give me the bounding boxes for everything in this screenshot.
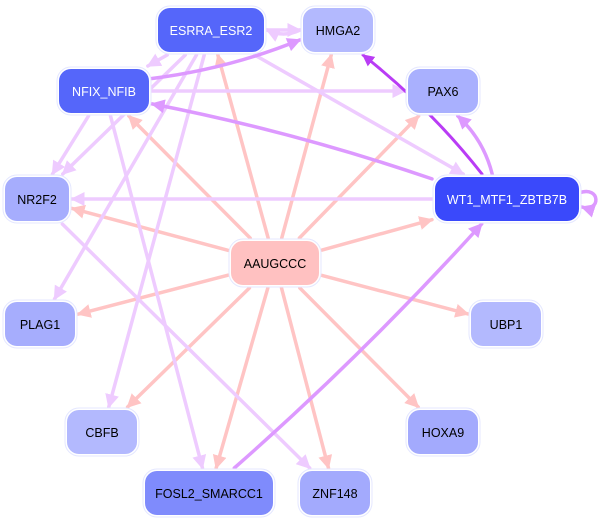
edge-aaugccc-to-hmga2 bbox=[280, 53, 335, 240]
edge-esrra_esr2-to-nfix_nfib bbox=[146, 53, 169, 68]
edge-aaugccc-to-wt1_mtf1_zbtb7b bbox=[320, 216, 434, 252]
node-esrra-esr2[interactable]: ESRRA_ESR2 bbox=[155, 5, 267, 55]
edge-wt1_mtf1_zbtb7b-to-wt1_mtf1_zbtb7b bbox=[577, 189, 598, 218]
node-box bbox=[303, 8, 373, 52]
node-ubp1[interactable]: UBP1 bbox=[468, 299, 544, 349]
node-box bbox=[231, 241, 319, 285]
node-hmga2[interactable]: HMGA2 bbox=[300, 5, 376, 55]
node-box bbox=[408, 410, 478, 454]
node-label: AAUGCCC bbox=[244, 257, 307, 271]
edge-aaugccc-to-esrra_esr2 bbox=[214, 53, 270, 240]
edge-aaugccc-to-fosl2_smarcc1 bbox=[212, 286, 270, 470]
edges-layer bbox=[50, 23, 598, 470]
node-pax6[interactable]: PAX6 bbox=[405, 66, 481, 116]
node-znf148[interactable]: ZNF148 bbox=[297, 468, 373, 518]
node-label: CBFB bbox=[85, 426, 118, 440]
node-label: NR2F2 bbox=[17, 193, 57, 207]
node-label: PAX6 bbox=[427, 85, 458, 99]
node-fosl2-smarcc1[interactable]: FOSL2_SMARCC1 bbox=[142, 468, 276, 518]
node-nfix-nfib[interactable]: NFIX_NFIB bbox=[56, 66, 152, 116]
node-box bbox=[145, 471, 273, 515]
edge-aaugccc-to-nr2f2 bbox=[70, 204, 230, 253]
node-label: HMGA2 bbox=[316, 24, 361, 38]
node-label: UBP1 bbox=[490, 318, 523, 332]
edge-nfix_nfib-to-nr2f2 bbox=[50, 114, 91, 176]
edge-wt1_mtf1_zbtb7b-to-pax6 bbox=[456, 114, 494, 176]
node-label: ESRRA_ESR2 bbox=[170, 24, 253, 38]
node-nr2f2[interactable]: NR2F2 bbox=[2, 174, 72, 224]
edge-esrra_esr2-to-cbfb bbox=[105, 53, 206, 409]
node-box bbox=[300, 471, 370, 515]
edge-aaugccc-to-hoxa9 bbox=[298, 286, 420, 409]
node-box bbox=[59, 69, 149, 113]
node-box bbox=[67, 410, 137, 454]
edge-aaugccc-to-ubp1 bbox=[320, 273, 470, 318]
edge-aaugccc-to-plag1 bbox=[76, 273, 230, 318]
edge-nfix_nfib-to-hmga2 bbox=[150, 38, 302, 81]
edge-nfix_nfib-to-fosl2_smarcc1 bbox=[108, 114, 207, 470]
node-label: WT1_MTF1_ZBTB7B bbox=[447, 193, 567, 207]
node-plag1[interactable]: PLAG1 bbox=[2, 299, 78, 349]
edge-fosl2_smarcc1-to-wt1_mtf1_zbtb7b bbox=[232, 222, 484, 470]
node-box bbox=[435, 177, 579, 221]
node-box bbox=[471, 302, 541, 346]
edge-esrra_esr2-to-wt1_mtf1_zbtb7b bbox=[253, 53, 465, 176]
node-label: PLAG1 bbox=[20, 318, 60, 332]
node-box bbox=[5, 302, 75, 346]
node-aaugccc[interactable]: AAUGCCC bbox=[228, 238, 322, 288]
node-cbfb[interactable]: CBFB bbox=[64, 407, 140, 457]
edge-nr2f2-to-znf148 bbox=[60, 222, 312, 470]
node-box bbox=[5, 177, 69, 221]
node-box bbox=[158, 8, 264, 52]
node-label: ZNF148 bbox=[312, 487, 357, 501]
node-label: FOSL2_SMARCC1 bbox=[155, 487, 263, 501]
edge-hmga2-to-esrra_esr2 bbox=[265, 28, 302, 42]
node-box bbox=[408, 69, 478, 113]
edge-wt1_mtf1_zbtb7b-to-nfix_nfib bbox=[150, 99, 434, 181]
edge-aaugccc-to-znf148 bbox=[279, 286, 333, 470]
node-wt1-mtf1-zbtb7b[interactable]: WT1_MTF1_ZBTB7B bbox=[432, 174, 582, 224]
node-label: NFIX_NFIB bbox=[72, 85, 136, 99]
node-label: HOXA9 bbox=[422, 426, 464, 440]
edge-aaugccc-to-nfix_nfib bbox=[127, 114, 252, 240]
node-hoxa9[interactable]: HOXA9 bbox=[405, 407, 481, 457]
edge-aaugccc-to-pax6 bbox=[297, 114, 421, 240]
